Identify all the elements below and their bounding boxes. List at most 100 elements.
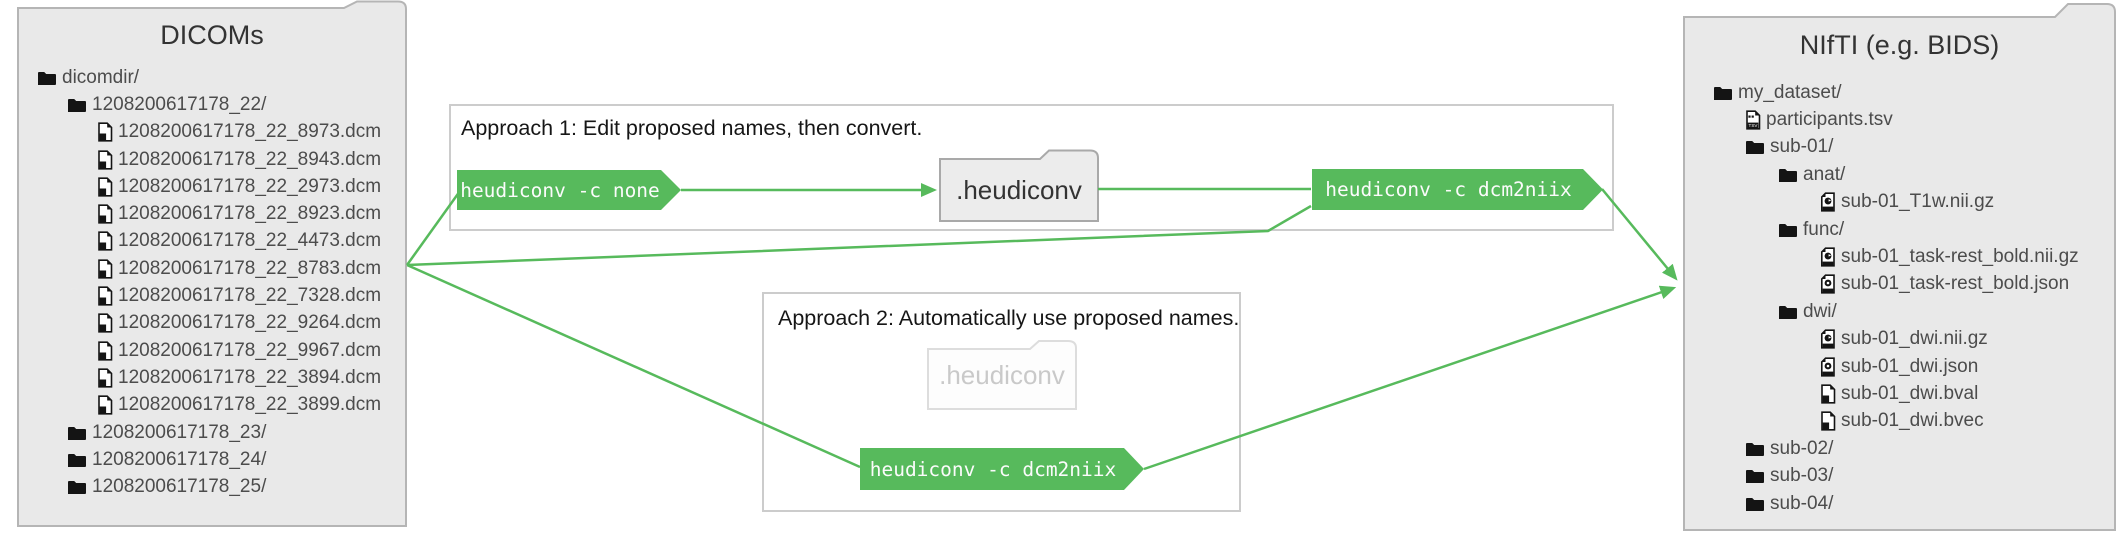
tree-item-label: 1208200617178_23/ bbox=[92, 421, 267, 443]
tree-row: 1208200617178_24/ bbox=[18, 446, 406, 473]
file-icon bbox=[97, 177, 113, 197]
tree-row: 1208200617178_22_9264.dcm bbox=[18, 310, 406, 337]
approach1-label: Approach 1: Edit proposed names, then co… bbox=[461, 116, 923, 140]
tree-row: func/ bbox=[1684, 216, 2115, 243]
heudiconv-folder-label: .heudiconv bbox=[956, 174, 1082, 205]
tree-item-label: 1208200617178_22_3894.dcm bbox=[118, 366, 382, 388]
file-icon bbox=[97, 259, 113, 279]
folder-icon bbox=[67, 97, 87, 113]
folder-icon bbox=[1745, 139, 1765, 155]
tsv-file-icon bbox=[1745, 110, 1761, 130]
tree-item-label: 1208200617178_24/ bbox=[92, 448, 267, 470]
tree-item-label: anat/ bbox=[1803, 163, 1846, 185]
connector-dicoms-to-approach2-cmd bbox=[406, 263, 861, 469]
tree-item-label: sub-01_dwi.bvec bbox=[1841, 410, 1984, 432]
tree-row: my_dataset/ bbox=[1684, 79, 2115, 106]
tree-item-label: 1208200617178_25/ bbox=[92, 476, 267, 498]
tree-row: 1208200617178_22_3894.dcm bbox=[18, 364, 406, 391]
file-icon bbox=[97, 368, 113, 388]
tree-row: 1208200617178_22/ bbox=[18, 91, 406, 118]
tree-row: sub-01_task-rest_bold.nii.gz bbox=[1684, 243, 2115, 270]
tree-item-label: 1208200617178_22/ bbox=[92, 93, 267, 115]
tree-item-label: dicomdir/ bbox=[62, 66, 140, 88]
tree-row: 1208200617178_22_8923.dcm bbox=[18, 200, 406, 227]
file-icon bbox=[97, 395, 113, 415]
tree-item-label: 1208200617178_22_3899.dcm bbox=[118, 394, 382, 416]
tree-row: dicomdir/ bbox=[18, 64, 406, 91]
connector-approach2-cmd-to-nifti bbox=[1143, 285, 1677, 471]
tree-item-label: 1208200617178_22_8943.dcm bbox=[118, 148, 382, 170]
tree-item-label: dwi/ bbox=[1803, 300, 1837, 322]
tree-item-label: 1208200617178_22_8783.dcm bbox=[118, 257, 382, 279]
nifti-panel-title: NIfTI (e.g. BIDS) bbox=[1799, 30, 2000, 60]
tree-row: 1208200617178_22_7328.dcm bbox=[18, 282, 406, 309]
tree-row: sub-01/ bbox=[1684, 134, 2115, 161]
folder-icon bbox=[1745, 441, 1765, 457]
tree-item-label: 1208200617178_22_9264.dcm bbox=[118, 312, 382, 334]
cmd-heudiconv-dcm2niix-approach1: heudiconv -c dcm2niix bbox=[1312, 169, 1603, 210]
tree-item-label: 1208200617178_22_7328.dcm bbox=[118, 285, 382, 307]
heudiconv-folder-faded-label: .heudiconv bbox=[939, 359, 1065, 390]
file-icon bbox=[97, 122, 113, 142]
tree-item-label: sub-01_dwi.nii.gz bbox=[1841, 328, 1988, 350]
folder-icon bbox=[1778, 304, 1798, 320]
heudiconv-folder-faded-shape bbox=[927, 340, 1077, 410]
connector-dicoms-to-cmd-convert bbox=[406, 204, 1312, 267]
folder-icon bbox=[37, 70, 57, 86]
tree-row: sub-04/ bbox=[1684, 490, 2115, 517]
tree-item-label: sub-01/ bbox=[1770, 136, 1834, 158]
tree-item-label: sub-04/ bbox=[1770, 492, 1834, 514]
folder-icon bbox=[1745, 496, 1765, 512]
folder-icon bbox=[67, 425, 87, 441]
tree-row: sub-01_task-rest_bold.json bbox=[1684, 271, 2115, 298]
connector-dicoms-to-cmd-none bbox=[405, 190, 462, 266]
tree-item-label: my_dataset/ bbox=[1738, 81, 1842, 103]
tree-row: sub-03/ bbox=[1684, 462, 2115, 489]
file-icon bbox=[97, 204, 113, 224]
file-icon bbox=[97, 341, 113, 361]
tree-row: sub-02/ bbox=[1684, 435, 2115, 462]
tree-item-label: 1208200617178_22_8973.dcm bbox=[118, 121, 382, 143]
file-icon bbox=[97, 149, 113, 170]
tree-row: 1208200617178_22_3899.dcm bbox=[18, 392, 406, 419]
tree-row: 1208200617178_22_8943.dcm bbox=[18, 146, 406, 173]
tree-item-label: 1208200617178_22_2973.dcm bbox=[118, 175, 382, 197]
tree-item-label: func/ bbox=[1803, 218, 1845, 240]
nifti-file-icon bbox=[1820, 192, 1836, 212]
file-icon bbox=[97, 286, 113, 306]
folder-icon bbox=[1713, 85, 1733, 101]
file-icon bbox=[97, 231, 113, 252]
folder-icon bbox=[67, 479, 87, 495]
tree-item-label: sub-02/ bbox=[1770, 437, 1834, 459]
tree-item-label: 1208200617178_22_8923.dcm bbox=[118, 203, 382, 225]
folder-icon bbox=[67, 452, 87, 468]
tree-row: 1208200617178_22_9967.dcm bbox=[18, 337, 406, 364]
tree-row: 1208200617178_22_2973.dcm bbox=[18, 173, 406, 200]
tree-row: 1208200617178_25/ bbox=[18, 473, 406, 500]
tree-row: 1208200617178_22_8783.dcm bbox=[18, 255, 406, 282]
tree-item-label: sub-01_T1w.nii.gz bbox=[1841, 191, 1995, 213]
json-file-icon bbox=[1820, 356, 1836, 377]
folder-icon bbox=[1778, 167, 1798, 183]
file-icon bbox=[1820, 384, 1836, 404]
tree-row: 1208200617178_23/ bbox=[18, 419, 406, 446]
tree-item-label: sub-01_task-rest_bold.nii.gz bbox=[1841, 246, 2079, 268]
dicoms-panel-shape bbox=[17, 0, 407, 527]
dicoms-panel-title: DICOMs bbox=[160, 20, 264, 50]
tree-row: dwi/ bbox=[1684, 298, 2115, 325]
approach2-label: Approach 2: Automatically use proposed n… bbox=[778, 306, 1240, 330]
nifti-file-icon bbox=[1820, 329, 1836, 349]
connector-cmd-convert-to-nifti bbox=[1601, 188, 1678, 281]
nifti-file-tree: my_dataset/participants.tsv sub-01/anat/s… bbox=[1684, 79, 2115, 517]
file-icon bbox=[1820, 411, 1836, 431]
tree-row: sub-01_dwi.bval bbox=[1684, 380, 2115, 407]
dicoms-file-tree: dicomdir/1208200617178_22/1208200617178_… bbox=[18, 64, 406, 501]
tree-item-label: sub-01_task-rest_bold.json bbox=[1841, 273, 2070, 295]
cmd-heudiconv-dcm2niix-approach2: heudiconv -c dcm2niix bbox=[860, 448, 1144, 490]
heudiconv-folder-shape bbox=[939, 149, 1099, 222]
tree-item-label: sub-03/ bbox=[1770, 465, 1834, 487]
tree-row: participants.tsv bbox=[1684, 106, 2115, 133]
tree-row: sub-01_T1w.nii.gz bbox=[1684, 189, 2115, 216]
